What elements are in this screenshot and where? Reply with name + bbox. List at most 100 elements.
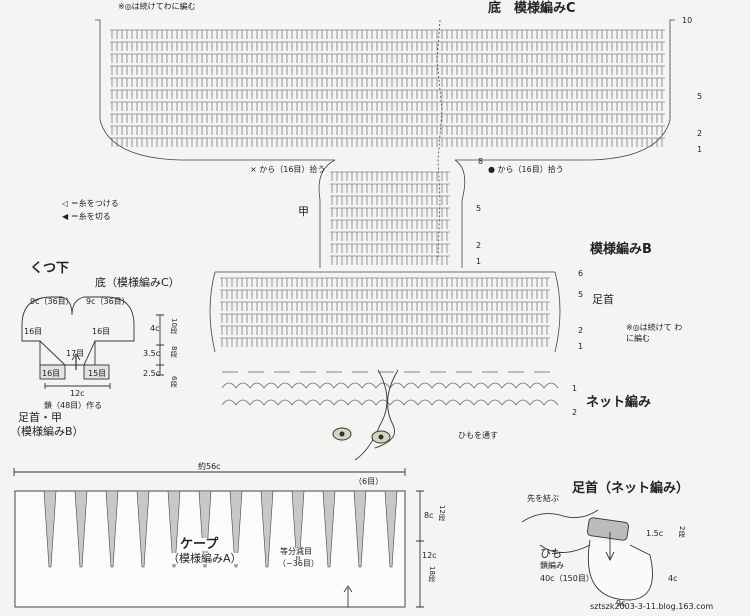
cape-gore: [136, 490, 150, 568]
net-chain-loop: [291, 382, 307, 389]
instep-stitch-grid: [330, 171, 450, 265]
ankle-tie: 先を結ぶ: [527, 494, 559, 503]
cape-decrease-count: （−36目）: [278, 559, 319, 568]
sole-row-1: 1: [697, 145, 703, 154]
sock-height-2-rows: 8段: [170, 346, 178, 358]
net-chain-loop: [487, 399, 503, 406]
sole-stitch-grid: [110, 29, 665, 147]
cape-height-2-rows: 18段: [428, 566, 436, 582]
net-chain-loop: [221, 399, 237, 406]
net-chain-loop: [403, 399, 419, 406]
cape-pattern: （模様編みA）: [168, 552, 242, 565]
net-stitch-rows: [221, 371, 559, 406]
net-chain-loop: [501, 382, 517, 389]
sock-st-16c: 16目: [42, 369, 61, 378]
sock-sole-label: 底（模様編みC）: [95, 276, 180, 289]
net-chain-loop: [235, 399, 251, 406]
cord-stitch: 鎖編み: [540, 561, 564, 570]
instep-label: 甲: [298, 205, 309, 218]
net-chain-loop: [277, 399, 293, 406]
net-chain-loop: [389, 382, 405, 389]
net-chain-loop: [417, 382, 433, 389]
net-chain-loop: [291, 399, 307, 406]
net-chain-loop: [249, 399, 265, 406]
cuff-row-6: 6: [578, 269, 584, 278]
net-chain-loop: [389, 399, 405, 406]
ankle-height-2: 4c: [668, 574, 678, 583]
legend-attach: ◁ ＝糸をつける: [62, 199, 119, 208]
ankle-net-schematic: [521, 509, 653, 601]
cape-height-1-rows: 12段: [438, 505, 446, 521]
net-chain-loop: [529, 382, 545, 389]
ankle-title: 足首（ネット編み）: [572, 481, 690, 496]
net-chain-loop: [249, 382, 265, 389]
sole-title: 底 模様編みC: [488, 1, 576, 16]
instep-row-1: 1: [476, 257, 482, 266]
net-chain-loop: [305, 399, 321, 406]
net-chain-loop: [263, 382, 279, 389]
net-title: ネット編み: [586, 395, 652, 410]
cape-decrease: 等分減目: [280, 547, 312, 556]
cuff-label: 足首: [592, 293, 614, 306]
cord-lines: [354, 369, 399, 461]
ankle-height-rows: 2段: [678, 526, 686, 538]
tassel-beads: [332, 427, 391, 444]
pickup-right: ● から（16目）拾う: [488, 165, 564, 174]
net-chain-loop: [417, 399, 433, 406]
sock-height-2: 3.5c: [143, 349, 161, 358]
net-chain-loop: [487, 382, 503, 389]
cape-title: ケープ: [180, 537, 219, 552]
net-chain-loop: [347, 382, 363, 389]
cape-gore: [260, 490, 274, 568]
cape-gore: [384, 490, 398, 568]
sock-schematic: [21, 296, 164, 389]
net-chain-loop: [347, 399, 363, 406]
sock-width-note: 鎖（48目）作る: [44, 401, 103, 410]
sole-row-8: 8: [478, 157, 484, 166]
sock-part-pattern: （模様編みB）: [10, 425, 84, 438]
net-chain-loop: [333, 399, 349, 406]
instep-row-2: 2: [476, 241, 482, 250]
net-chain-loop: [431, 382, 447, 389]
cape-gore: [229, 490, 243, 568]
sole-row-10: 10: [682, 16, 693, 25]
net-chain-loop: [459, 382, 475, 389]
cape-gore: [353, 490, 367, 568]
net-chain-loop: [543, 399, 559, 406]
cape-top-stitches: （6目）: [354, 477, 384, 486]
net-chain-loop: [459, 399, 475, 406]
net-chain-loop: [543, 382, 559, 389]
cord-label: ひも: [540, 547, 562, 560]
net-chain-loop: [473, 382, 489, 389]
net-chain-loop: [445, 399, 461, 406]
cuff-outline: [209, 271, 561, 353]
net-chain-loop: [445, 382, 461, 389]
net-chain-loop: [361, 399, 377, 406]
ankle-height: 1.5c: [646, 529, 664, 538]
legend-cut: ◀ ＝糸を切る: [62, 212, 111, 221]
net-row-1: 1: [572, 384, 578, 393]
cuff-title: 模様編みB: [590, 242, 652, 257]
net-chain-loop: [375, 382, 391, 389]
cape-gore: [74, 490, 88, 568]
cuff-row-5: 5: [578, 290, 584, 299]
sock-part: 足首・甲: [18, 411, 62, 424]
net-chain-loop: [529, 399, 545, 406]
sock-width-right: 9c（36目）: [86, 297, 130, 306]
net-chain-loop: [515, 382, 531, 389]
watermark: sztszk2003-3-11.blog.163.com: [590, 602, 714, 611]
net-chain-loop: [277, 382, 293, 389]
cape-width: 約56c: [198, 462, 221, 471]
net-chain-loop: [361, 382, 377, 389]
sock-title: くつ下: [30, 261, 70, 276]
net-chain-loop: [403, 382, 419, 389]
net-row-2: 2: [572, 408, 578, 417]
ankle-width: 9c: [616, 599, 626, 608]
sole-row-2: 2: [697, 129, 703, 138]
net-chain-loop: [375, 399, 391, 406]
sock-st-17: 17目: [66, 349, 85, 358]
cuff-row-1: 1: [578, 342, 584, 351]
sock-height-3-rows: 6段: [170, 376, 178, 388]
